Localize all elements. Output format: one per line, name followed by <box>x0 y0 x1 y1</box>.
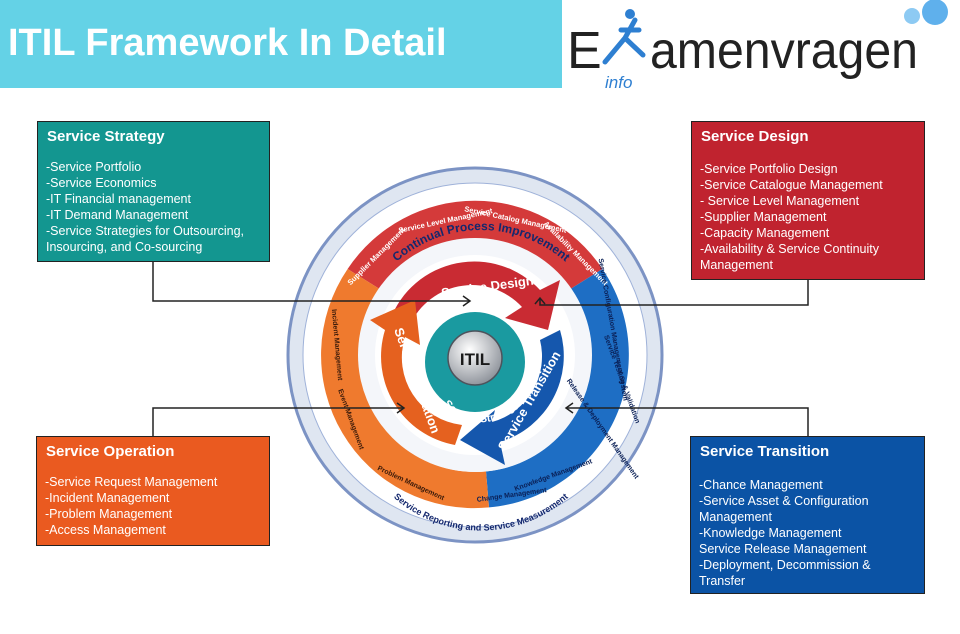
logo-name: amenvragen <box>650 22 918 80</box>
service-strategy-title: Service Strategy <box>47 128 165 145</box>
service-transition-title: Service Transition <box>700 443 830 460</box>
operation-item: -Access Management <box>45 523 166 537</box>
logo-bubble-small <box>904 8 920 24</box>
itil-label: ITIL <box>460 350 490 369</box>
title-banner: ITIL Framework In Detail <box>0 0 562 88</box>
design-item: -Service Portfolio Design <box>700 162 838 176</box>
transition-item: Service Release Management <box>699 542 867 556</box>
operation-arrow <box>370 300 462 445</box>
operation-segment <box>321 269 489 509</box>
strategy-item: -Service Portfolio <box>46 160 142 174</box>
itil-core <box>447 330 503 386</box>
transition-item: -Service Asset & Configuration Managemen… <box>699 494 869 524</box>
logo-figure-icon <box>602 9 646 65</box>
strategy-item: -Service Economics <box>46 176 157 190</box>
design-item: -Availability & Service Continuity Manag… <box>700 242 880 272</box>
design-item: -Capacity Management <box>700 226 830 240</box>
transition-item: -Knowledge Management <box>699 526 842 540</box>
operation-item: -Incident Management <box>45 491 170 505</box>
transition-segment <box>486 269 629 508</box>
service-transition-box: Service Transition -Chance Management -S… <box>690 436 925 594</box>
service-strategy-box: Service Strategy -Service Portfolio -Ser… <box>37 121 270 262</box>
service-design-title: Service Design <box>701 128 809 145</box>
connectors <box>152 262 809 436</box>
connector-design <box>539 280 809 306</box>
logo: E amenvragen info <box>567 0 948 92</box>
connector-operation <box>152 407 404 436</box>
connector-transition <box>566 407 809 436</box>
design-item: - Service Level Management <box>700 194 860 208</box>
service-operation-box: Service Operation -Service Request Manag… <box>36 436 270 546</box>
logo-prefix: E <box>567 22 602 80</box>
service-operation-title: Service Operation <box>46 443 175 460</box>
logo-sub: info <box>605 73 632 92</box>
strategy-item: -IT Demand Management <box>46 208 189 222</box>
transition-item: -Deployment, Decommission & Transfer <box>699 558 871 588</box>
strategy-item: -IT Financial management <box>46 192 191 206</box>
design-arrow <box>390 261 560 330</box>
operation-item: -Problem Management <box>45 507 173 521</box>
design-item: -Supplier Management <box>700 210 827 224</box>
logo-bubble-large <box>922 0 948 25</box>
operation-item: -Service Request Management <box>45 475 218 489</box>
transition-arrow <box>460 330 564 465</box>
service-design-box: Service Design -Service Portfolio Design… <box>691 121 925 280</box>
connector-strategy <box>152 262 470 302</box>
strategy-item: -Service Strategies for Outsourcing, Ins… <box>46 224 244 254</box>
page-title: ITIL Framework In Detail <box>8 22 447 64</box>
design-segment <box>347 200 603 289</box>
design-item: -Service Catalogue Management <box>700 178 883 192</box>
transition-item: -Chance Management <box>699 478 823 492</box>
